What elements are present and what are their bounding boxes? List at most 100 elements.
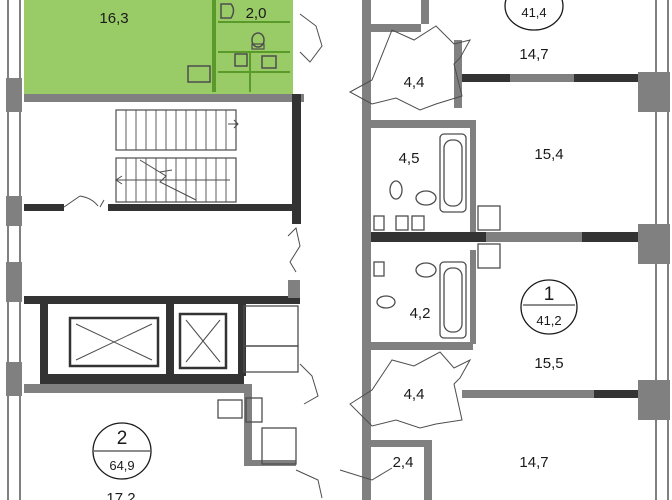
pier-right-1 [638, 72, 670, 112]
room-area-label: 14,7 [519, 46, 548, 63]
pier-left-2 [6, 196, 22, 226]
door-b-hall [348, 25, 471, 111]
room-area-label: 15,4 [534, 146, 563, 163]
door-stair [63, 195, 105, 208]
bathtub-b-inner [443, 139, 463, 207]
wall-stair-bottom [108, 204, 298, 211]
badge-circle [504, 0, 564, 31]
wall-d-vertical [424, 440, 432, 500]
toilet-b [389, 180, 403, 200]
bathtub-c [439, 261, 467, 339]
wall-lower-core-h [244, 460, 296, 466]
wall-c-bath-bottom [371, 342, 473, 350]
shaft-box-2 [477, 243, 501, 269]
wall-lower-core-v [244, 384, 252, 464]
highlight-living [24, 0, 213, 94]
wall-lift-right [238, 296, 246, 376]
toilet-c [376, 295, 396, 309]
shower-icon [220, 3, 235, 19]
wall-b-top [371, 24, 421, 32]
apartment-badge-top: 41,4 [504, 0, 564, 31]
pier-right-3 [638, 380, 670, 420]
wall-room-separator-1 [462, 74, 638, 82]
wall-room-separator-2 [462, 390, 638, 398]
core-box [243, 305, 299, 347]
pier-left-4 [6, 362, 22, 396]
sink-b [415, 190, 437, 206]
wall-c-bath-right [470, 250, 476, 344]
core-box-2 [243, 345, 299, 373]
door-d-closet [339, 467, 393, 481]
doors [63, 13, 472, 499]
door-core-upper [299, 13, 323, 63]
bathtub-c-inner [443, 267, 463, 333]
elevator-1-cross-icon [75, 323, 153, 361]
wall-stair-bottom-left [24, 204, 64, 211]
wall-core-lower [288, 280, 300, 298]
highlighted-apartment [24, 0, 293, 94]
wall-apt-divider-dark-2 [582, 232, 638, 242]
wall-d-horizontal [371, 440, 424, 447]
room-area-label: 15,5 [534, 355, 563, 372]
wall-apt-divider-dark [371, 232, 486, 242]
elevator-2-cross-icon [185, 319, 221, 363]
shaft-box-3 [373, 215, 385, 231]
bathtub-b [439, 133, 467, 213]
room-area-label: 4,5 [399, 150, 420, 167]
shaft-box-5 [395, 215, 409, 231]
wall-lift-bottom [48, 374, 244, 384]
wall-lift-left [40, 296, 48, 384]
highlight-bath [213, 0, 293, 94]
wall-stair-right [292, 94, 301, 224]
apartment-area: 41,4 [521, 5, 546, 20]
wall-mid-horizontal [24, 296, 300, 304]
lower-bath-box-2 [245, 397, 263, 423]
lower-bath-box-3 [261, 427, 297, 465]
sink-c [415, 262, 437, 278]
pier-left-1 [6, 78, 22, 112]
wall-lower-horizontal [24, 384, 244, 393]
highlight-fixture-1 [187, 65, 211, 83]
room-area-label: 2,4 [393, 454, 414, 471]
staircase [115, 109, 239, 203]
wall-b-mid [371, 120, 471, 128]
shaft-box-6 [411, 215, 425, 231]
highlight-fixture-2 [234, 53, 248, 67]
door-lower-core [295, 469, 323, 499]
wall-lift-divider [166, 296, 174, 376]
lower-bath-box [217, 399, 243, 419]
apartment-badge-1: 1 41,2 [520, 279, 578, 335]
elevator-2 [178, 312, 228, 370]
shaft-box-1 [477, 205, 501, 231]
interior-walls [24, 0, 641, 500]
elevators [68, 312, 228, 370]
apartment-badge-2: 2 64,9 [92, 422, 152, 480]
stair-break-icon [139, 159, 197, 201]
shaft-box-4 [373, 261, 385, 277]
wall-b-vertical [454, 40, 462, 108]
apartment-number: 1 [544, 284, 555, 305]
wall-room-separator-1-dark [462, 74, 510, 82]
pier-left-3 [6, 262, 22, 302]
wall-b-bath-right [470, 120, 476, 240]
room-area-label-cut: 17,2 [106, 490, 135, 500]
apartment-number: 2 [117, 428, 128, 449]
toilet-icon [251, 32, 265, 48]
wall-room-separator-2-dark [594, 390, 638, 398]
stair-arrow-icon [115, 119, 239, 185]
door-core-mid [287, 227, 301, 273]
stair-treads [125, 110, 227, 202]
door-core-lower [299, 363, 319, 405]
elevator-1 [68, 316, 160, 368]
wall-top-b [421, 0, 429, 24]
room-area-label: 16,3 [99, 10, 128, 27]
room-area-label: 4,2 [410, 305, 431, 322]
room-area-label: 4,4 [404, 74, 425, 91]
room-labels: 16,3 2,0 4,4 14,7 4,5 15,4 4,2 15,5 4,4 … [99, 5, 563, 500]
room-area-label: 4,4 [404, 386, 425, 403]
badge-circle [520, 279, 578, 335]
wall-upper-horizontal [24, 94, 304, 102]
pier-right-2 [638, 224, 670, 264]
